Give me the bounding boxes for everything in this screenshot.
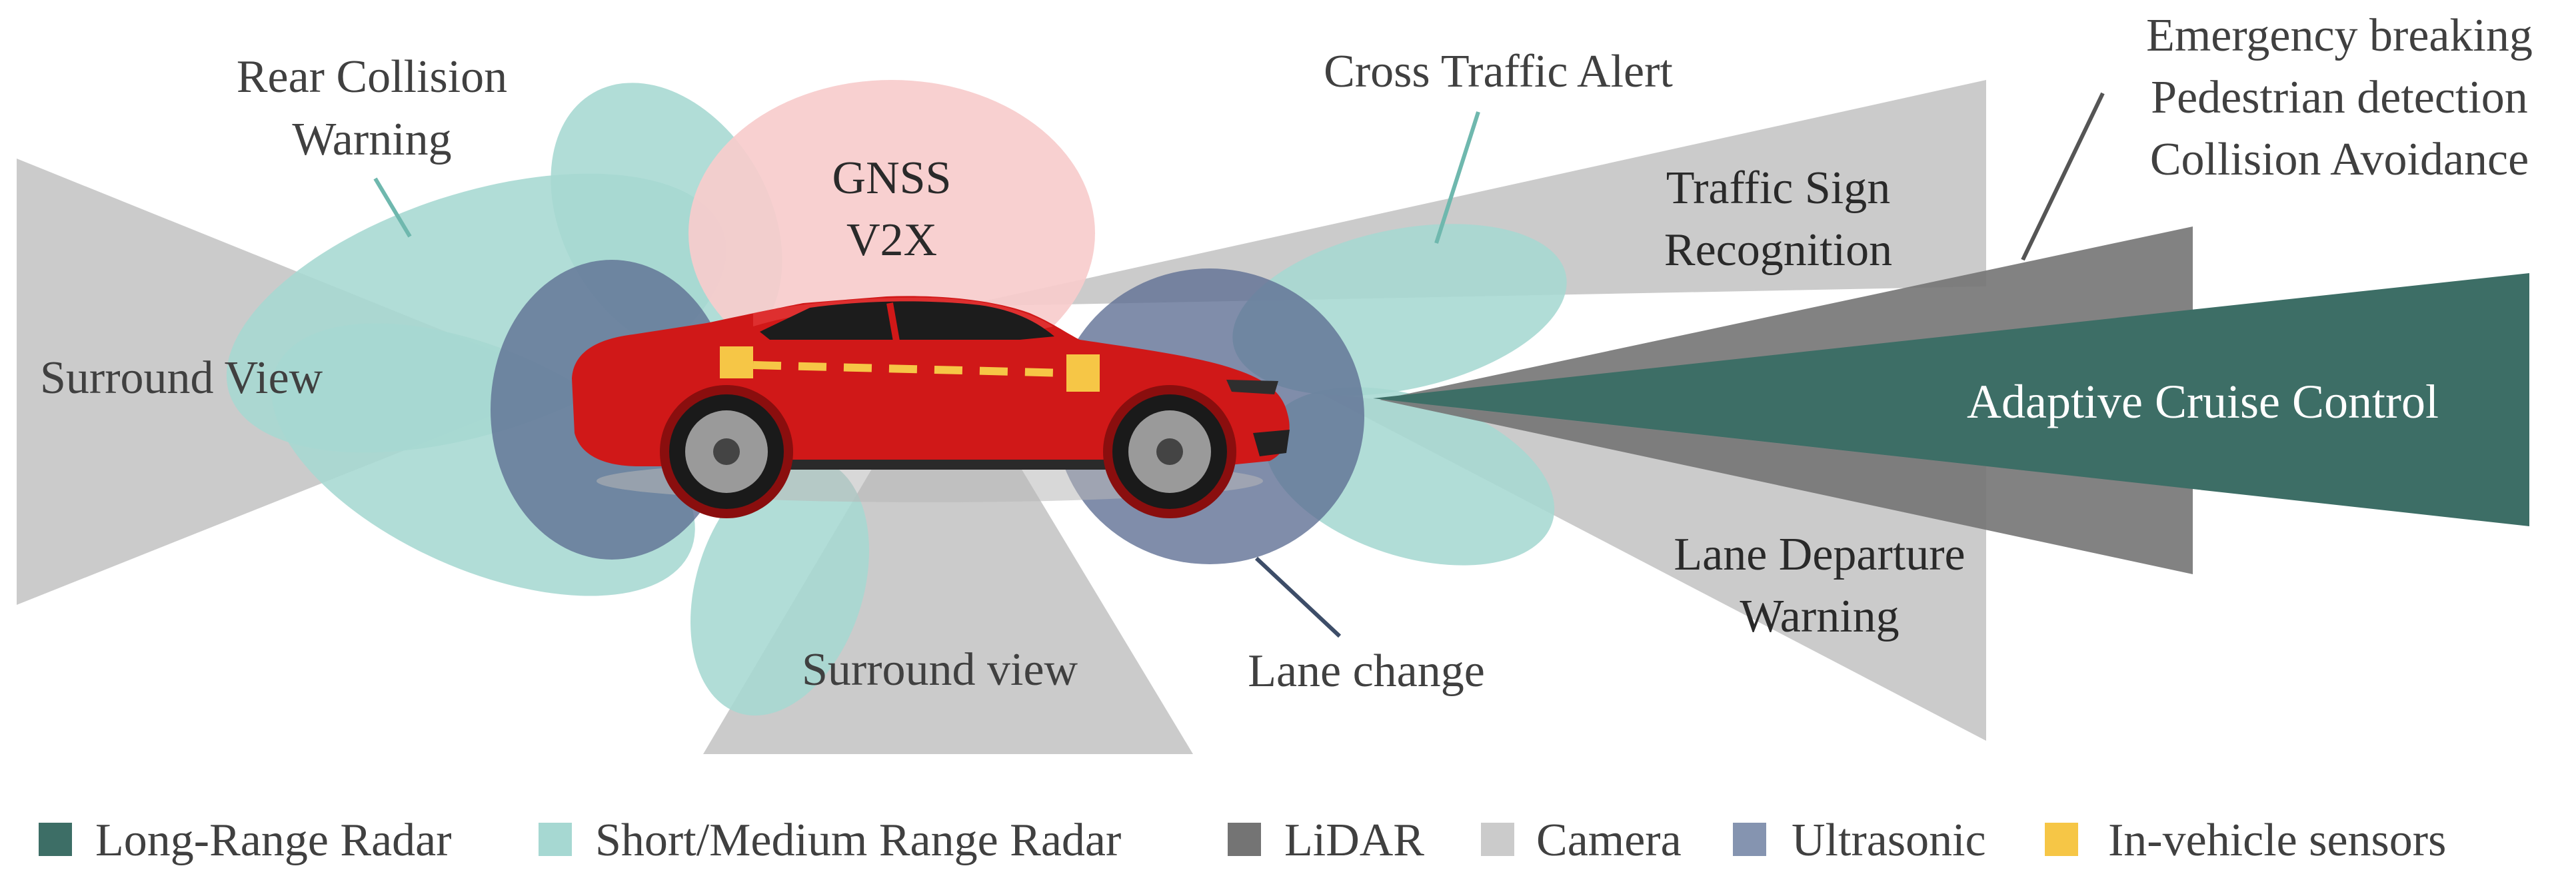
legend: Long-Range Radar Short/Medium Range Rada… bbox=[39, 815, 2446, 866]
legend-item-in-vehicle: In-vehicle sensors bbox=[2045, 815, 2446, 866]
legend-label-lidar: LiDAR bbox=[1284, 815, 1424, 866]
car-illustration bbox=[572, 296, 1290, 518]
long-range-radar-zone bbox=[1373, 273, 2529, 526]
legend-label-in-vehicle: In-vehicle sensors bbox=[2108, 815, 2446, 866]
legend-swatch-in-vehicle bbox=[2045, 823, 2078, 856]
leader-lines bbox=[373, 92, 2105, 638]
legend-swatch-lidar bbox=[1228, 823, 1261, 856]
legend-item-long-range-radar: Long-Range Radar bbox=[39, 815, 452, 866]
label-emergency-2: Pedestrian detection bbox=[2151, 72, 2528, 123]
label-cross-traffic: Cross Traffic Alert bbox=[1324, 46, 1673, 97]
legend-item-camera: Camera bbox=[1481, 815, 1682, 866]
in-vehicle-sensor-rear bbox=[720, 346, 753, 378]
legend-swatch-camera bbox=[1481, 823, 1514, 856]
camera-front-upper-zone bbox=[960, 80, 1986, 306]
car-headlight bbox=[1226, 380, 1278, 394]
label-acc: Adaptive Cruise Control bbox=[1967, 375, 2439, 428]
car-window bbox=[760, 301, 1054, 340]
legend-label-camera: Camera bbox=[1536, 815, 1682, 866]
leader-cross-traffic bbox=[1434, 111, 1480, 244]
label-lane-departure-2: Warning bbox=[1740, 591, 1899, 642]
label-surround-view-left: Surround View bbox=[40, 352, 323, 404]
legend-item-lidar: LiDAR bbox=[1228, 815, 1424, 866]
car-lower-trim bbox=[680, 460, 1133, 470]
legend-swatch-ultrasonic bbox=[1733, 823, 1766, 856]
label-emergency-3: Collision Avoidance bbox=[2150, 134, 2529, 185]
legend-swatch-long-range-radar bbox=[39, 823, 72, 856]
legend-label-long-range-radar: Long-Range Radar bbox=[95, 815, 452, 866]
legend-swatch-short-medium-radar bbox=[539, 823, 572, 856]
label-lane-change: Lane change bbox=[1248, 646, 1485, 697]
legend-label-short-medium-radar: Short/Medium Range Radar bbox=[595, 815, 1121, 866]
annotation-labels: Rear Collision Warning Surround View GNS… bbox=[40, 10, 2533, 697]
leader-rear-collision bbox=[373, 177, 412, 238]
car-front-hub bbox=[1156, 438, 1183, 465]
car-front-grille bbox=[1253, 430, 1290, 456]
label-traffic-sign-2: Recognition bbox=[1664, 224, 1892, 276]
label-emergency-1: Emergency breaking bbox=[2146, 10, 2533, 61]
legend-label-ultrasonic: Ultrasonic bbox=[1792, 815, 1986, 866]
label-surround-view-bottom: Surround view bbox=[802, 644, 1078, 695]
in-vehicle-sensors bbox=[720, 346, 1100, 392]
label-lane-departure-1: Lane Departure bbox=[1674, 529, 1965, 580]
label-v2x: V2X bbox=[846, 215, 937, 266]
srr-lobe-bottom-left bbox=[690, 456, 869, 716]
label-gnss: GNSS bbox=[832, 153, 952, 204]
label-rear-collision-2: Warning bbox=[292, 114, 451, 165]
leader-emergency bbox=[2021, 92, 2105, 261]
car-rear-hub bbox=[713, 438, 740, 465]
in-vehicle-sensor-front bbox=[1066, 354, 1100, 392]
car-window-pillar bbox=[886, 302, 900, 342]
in-vehicle-sensor-bus bbox=[752, 361, 1067, 377]
leader-lane-change bbox=[1254, 556, 1342, 638]
label-rear-collision-1: Rear Collision bbox=[237, 51, 507, 103]
legend-item-short-medium-radar: Short/Medium Range Radar bbox=[539, 815, 1121, 866]
legend-item-ultrasonic: Ultrasonic bbox=[1733, 815, 1986, 866]
label-traffic-sign-1: Traffic Sign bbox=[1666, 163, 1890, 214]
